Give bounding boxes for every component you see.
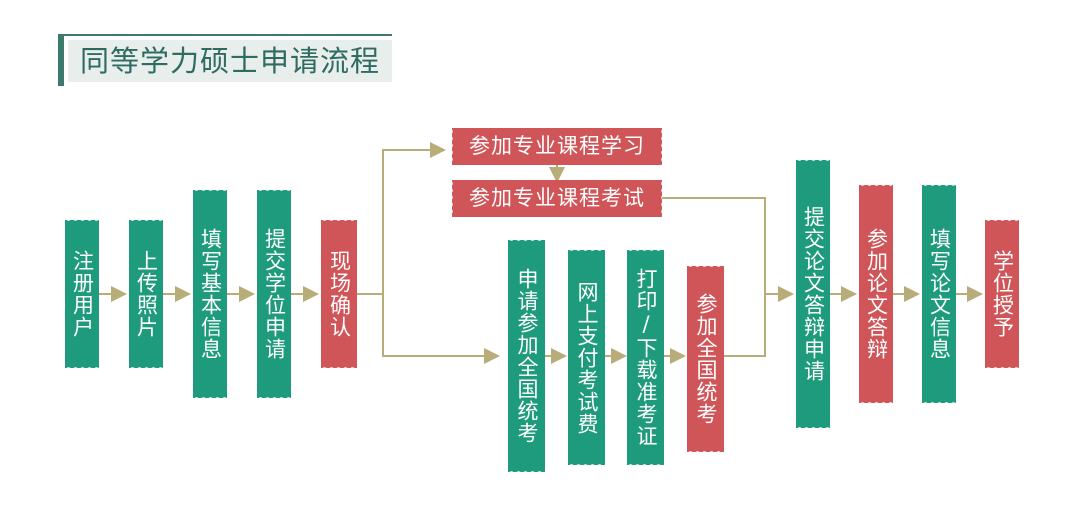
arrow-to-course-study bbox=[382, 142, 446, 294]
step-attend-course-study: 参加专业课程学习 bbox=[452, 128, 662, 165]
title-accent-line bbox=[58, 34, 392, 36]
title-accent-bar bbox=[58, 34, 64, 86]
step-submit-degree-application: 提交学位申请 bbox=[257, 190, 291, 398]
step-degree-conferred: 学位授予 bbox=[985, 220, 1019, 368]
step-fill-basic-info: 填写基本信息 bbox=[193, 190, 227, 398]
step-pay-exam-fee-online: 网上支付考试费 bbox=[568, 250, 605, 465]
step-submit-defense-application: 提交论文答辩申请 bbox=[796, 160, 830, 428]
step-print-admission-ticket: 打印/下载准考证 bbox=[627, 250, 664, 465]
step-upload-photo: 上传照片 bbox=[129, 220, 163, 368]
step-attend-national-exam: 参加全国统考 bbox=[687, 266, 724, 452]
step-onsite-confirm: 现场确认 bbox=[321, 220, 357, 368]
step-register: 注册用户 bbox=[65, 220, 99, 368]
connector-national-exam-out bbox=[724, 294, 766, 357]
connector-course-exam-out bbox=[662, 197, 766, 294]
page-title: 同等学力硕士申请流程 bbox=[68, 40, 392, 82]
step-attend-defense: 参加论文答辩 bbox=[859, 185, 893, 403]
step-attend-course-exam: 参加专业课程考试 bbox=[452, 180, 662, 217]
title-banner: 同等学力硕士申请流程 bbox=[58, 34, 392, 86]
step-fill-thesis-info: 填写论文信息 bbox=[922, 185, 956, 403]
step-apply-national-exam: 申请参加全国统考 bbox=[508, 240, 545, 472]
arrow-to-national-exam-apply bbox=[382, 294, 500, 364]
